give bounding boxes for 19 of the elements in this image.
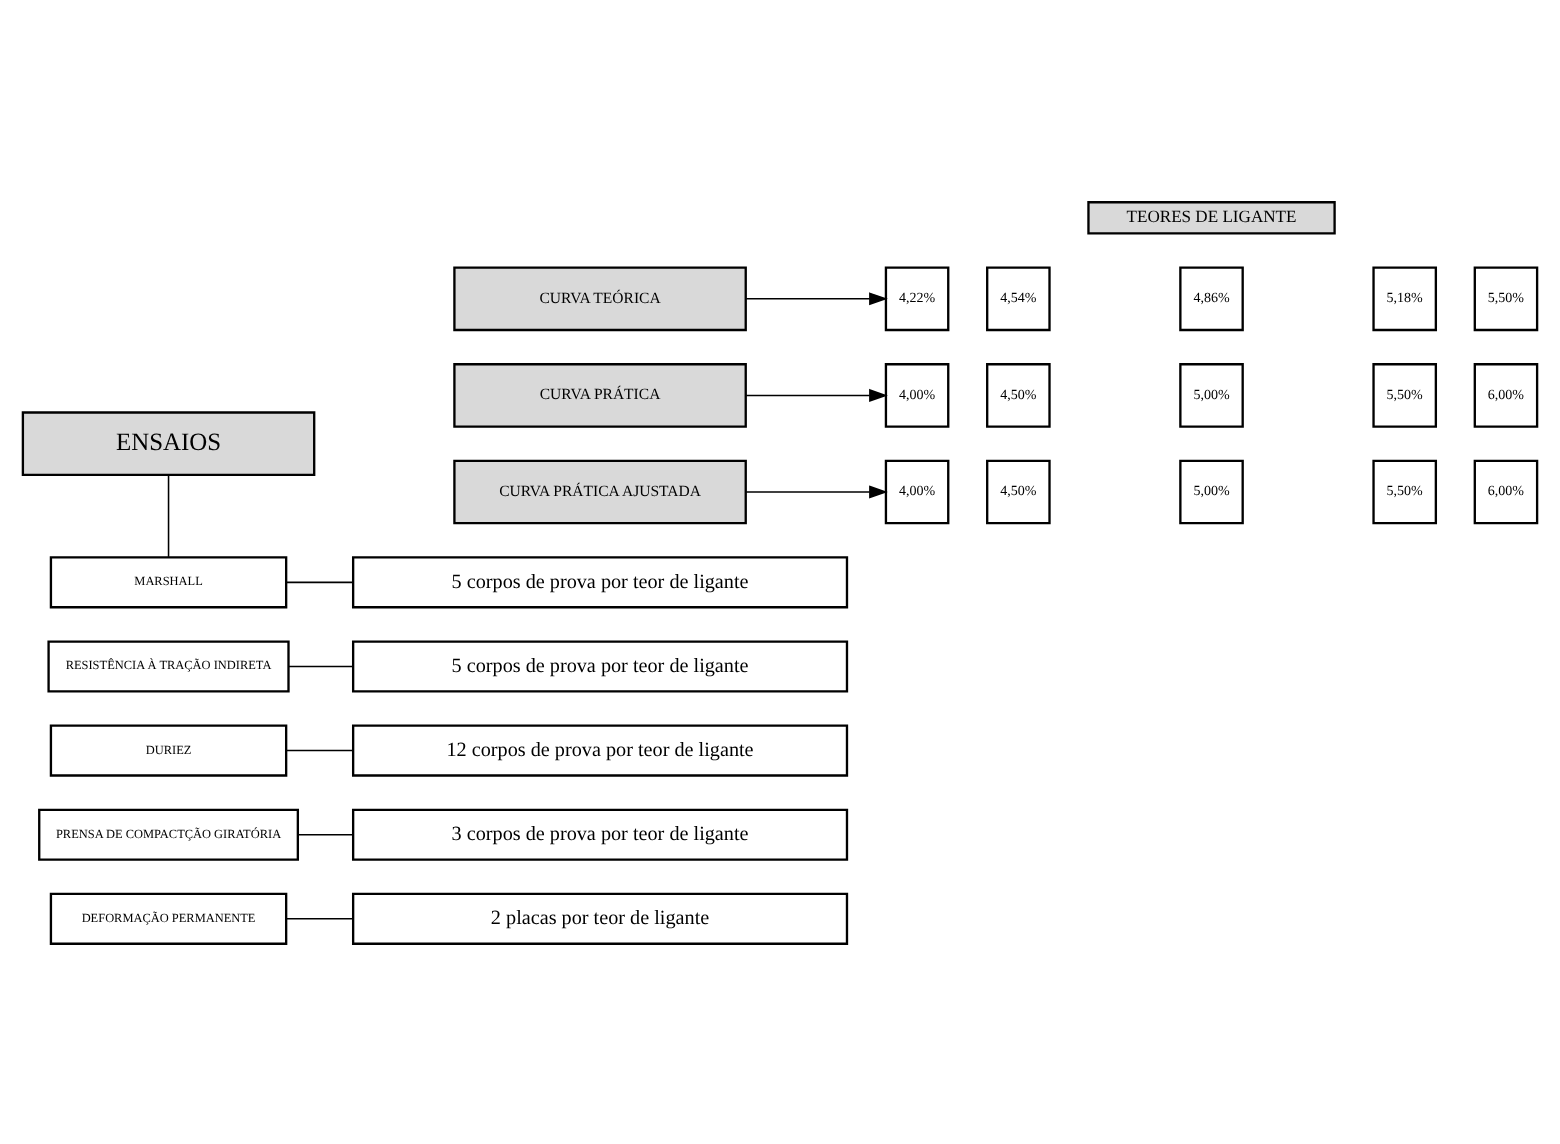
node-box: TEORES DE LIGANTE <box>1087 200 1336 234</box>
connector <box>167 473 170 557</box>
node-box: 3 corpos de prova por teor de ligante <box>351 807 849 860</box>
connector <box>285 917 354 919</box>
connector <box>297 832 354 835</box>
node-box: 2 placas por teor de ligante <box>351 891 849 944</box>
node-box: 12 corpos de prova por teor de ligante <box>351 723 849 776</box>
arrow <box>745 291 888 305</box>
node-box: CURVA PRÁTICA <box>453 362 747 427</box>
arrow <box>745 387 888 401</box>
connector <box>285 580 354 583</box>
node-box: 5 corpos de prova por teor de ligante <box>351 555 849 608</box>
node-box: 5 corpos de prova por teor de ligante <box>351 639 849 692</box>
arrow <box>745 484 888 498</box>
node-box: CURVA TEÓRICA <box>453 265 747 331</box>
node-box: CURVA PRÁTICA AJUSTADA <box>453 458 747 524</box>
node-box: ENSAIOS <box>21 410 316 476</box>
connector <box>288 664 354 667</box>
connector <box>285 748 354 751</box>
